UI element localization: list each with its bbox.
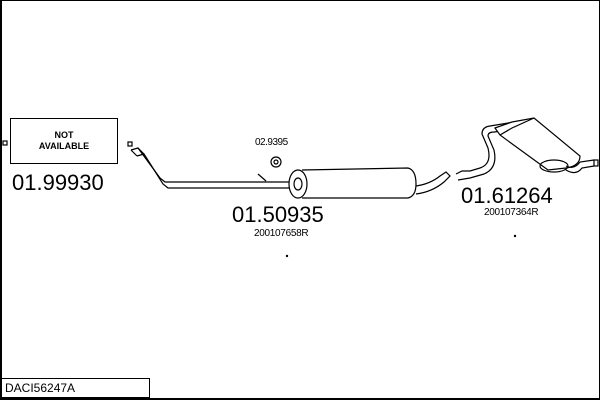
diagram-code-label: DACI56247A — [0, 378, 150, 398]
not-available-line2: AVAILABLE — [38, 141, 90, 151]
part-number-01-99930[interactable]: 01.99930 — [12, 170, 104, 195]
connector-marker — [2, 140, 8, 146]
rear-muffler-drawing — [455, 117, 599, 181]
oe-reference-200107658R: 200107658R — [254, 228, 309, 239]
front-pipe-drawing — [130, 147, 290, 189]
not-available-line1: NOT — [54, 130, 74, 140]
part-number-01-50935[interactable]: 01.50935 — [232, 202, 324, 227]
clamp-drawing — [270, 156, 282, 168]
connector-marker — [127, 141, 133, 147]
part-number-01-61264[interactable]: 01.61264 — [461, 183, 553, 208]
oe-reference-200107364R: 200107364R — [484, 207, 539, 218]
not-available-box: NOT AVAILABLE — [10, 118, 118, 164]
middle-muffler-drawing — [288, 167, 451, 199]
part-number-02-9395[interactable]: 02.9395 — [255, 137, 288, 148]
